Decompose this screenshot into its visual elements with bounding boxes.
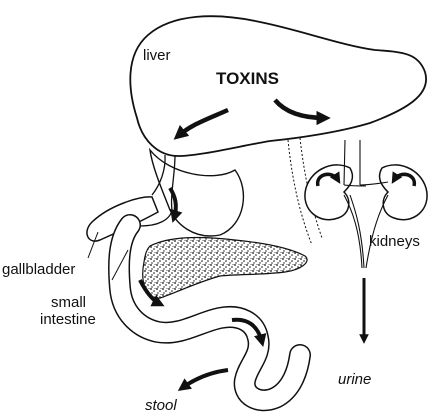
liver-label: liver	[143, 48, 171, 63]
kidneys-label: kidneys	[369, 234, 420, 249]
small-intestine-label-line1: small	[51, 295, 86, 310]
stool-arrow	[182, 370, 228, 388]
toxins-label: TOXINS	[216, 70, 279, 87]
gallbladder-label: gallbladder	[2, 262, 75, 277]
small-intestine-label-line2: intestine	[40, 312, 96, 327]
pancreas	[143, 238, 307, 299]
stomach-outline	[150, 150, 243, 236]
urine-label: urine	[338, 372, 371, 387]
stool-label: stool	[145, 398, 177, 413]
ureters	[344, 195, 388, 268]
